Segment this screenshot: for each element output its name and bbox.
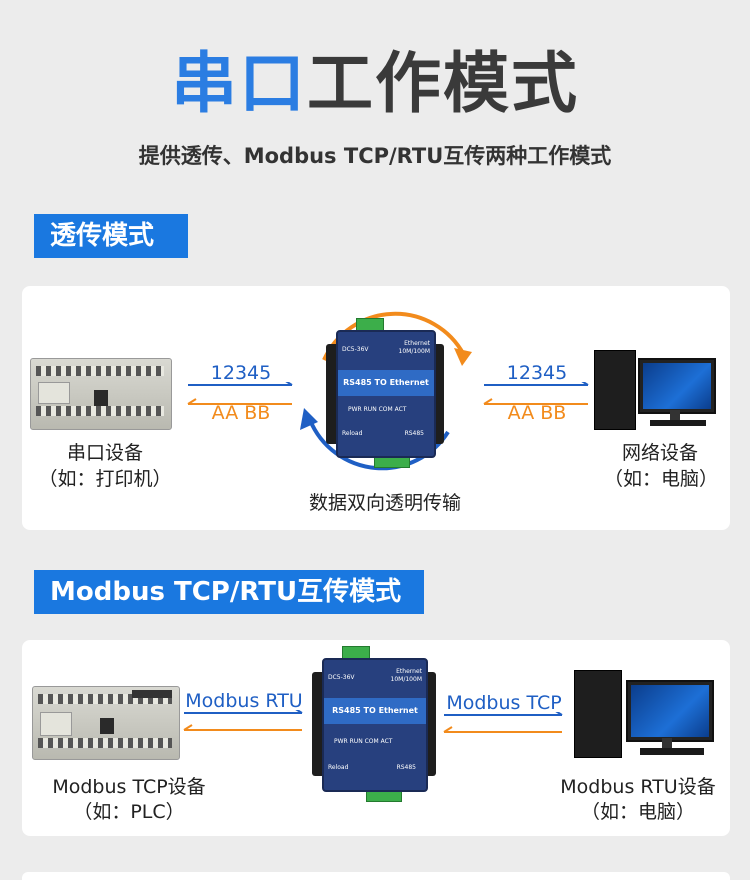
arrow-right-blue-right [483, 382, 589, 405]
arrow-label-top-right: 12345 [506, 362, 568, 384]
modbus-arrows-right [443, 712, 563, 733]
computer-image [594, 350, 716, 430]
section-tag-modbus: Modbus TCP/RTU互传模式 [34, 570, 424, 614]
arrow-right-blue-left [187, 382, 293, 405]
modbus-tcp-device-example: （如：PLC） [73, 801, 185, 823]
arrow-label-modbus-tcp: Modbus TCP [446, 692, 562, 714]
modbus-rtu-device-example: （如：电脑） [580, 801, 695, 823]
rs485-ethernet-converter: DC5-36V Ethernet 10M/100M RS485 TO Ether… [326, 318, 444, 468]
plc-device-image-2 [32, 682, 180, 762]
arrow-label-bottom-right: AA BB [507, 402, 567, 424]
serial-device-label: 串口设备 [66, 442, 143, 464]
computer-image-2 [574, 670, 714, 760]
transparent-transfer-caption: 数据双向透明传输 [308, 492, 461, 514]
modbus-rtu-device-label: Modbus RTU设备 [560, 776, 716, 798]
modbus-arrows-left [183, 710, 303, 731]
next-panel-edge [22, 872, 730, 880]
network-device-example: （如：电脑） [603, 468, 718, 490]
page-subtitle: 提供透传、Modbus TCP/RTU互传两种工作模式 [138, 144, 612, 168]
arrow-label-modbus-rtu: Modbus RTU [185, 690, 303, 712]
rs485-ethernet-converter-2: DC5-36V Ethernet 10M/100M RS485 TO Ether… [312, 646, 436, 802]
network-device-label: 网络设备 [621, 442, 698, 464]
section-tag-passthrough: 透传模式 [34, 214, 188, 258]
plc-device-image [30, 352, 172, 430]
page-title: 串口工作模式 [171, 45, 579, 122]
modbus-tcp-device-label: Modbus TCP设备 [52, 776, 206, 798]
arrow-label-bottom-left: AA BB [211, 402, 271, 424]
serial-device-example: （如：打印机） [38, 468, 172, 490]
arrow-label-top-left: 12345 [210, 362, 272, 384]
